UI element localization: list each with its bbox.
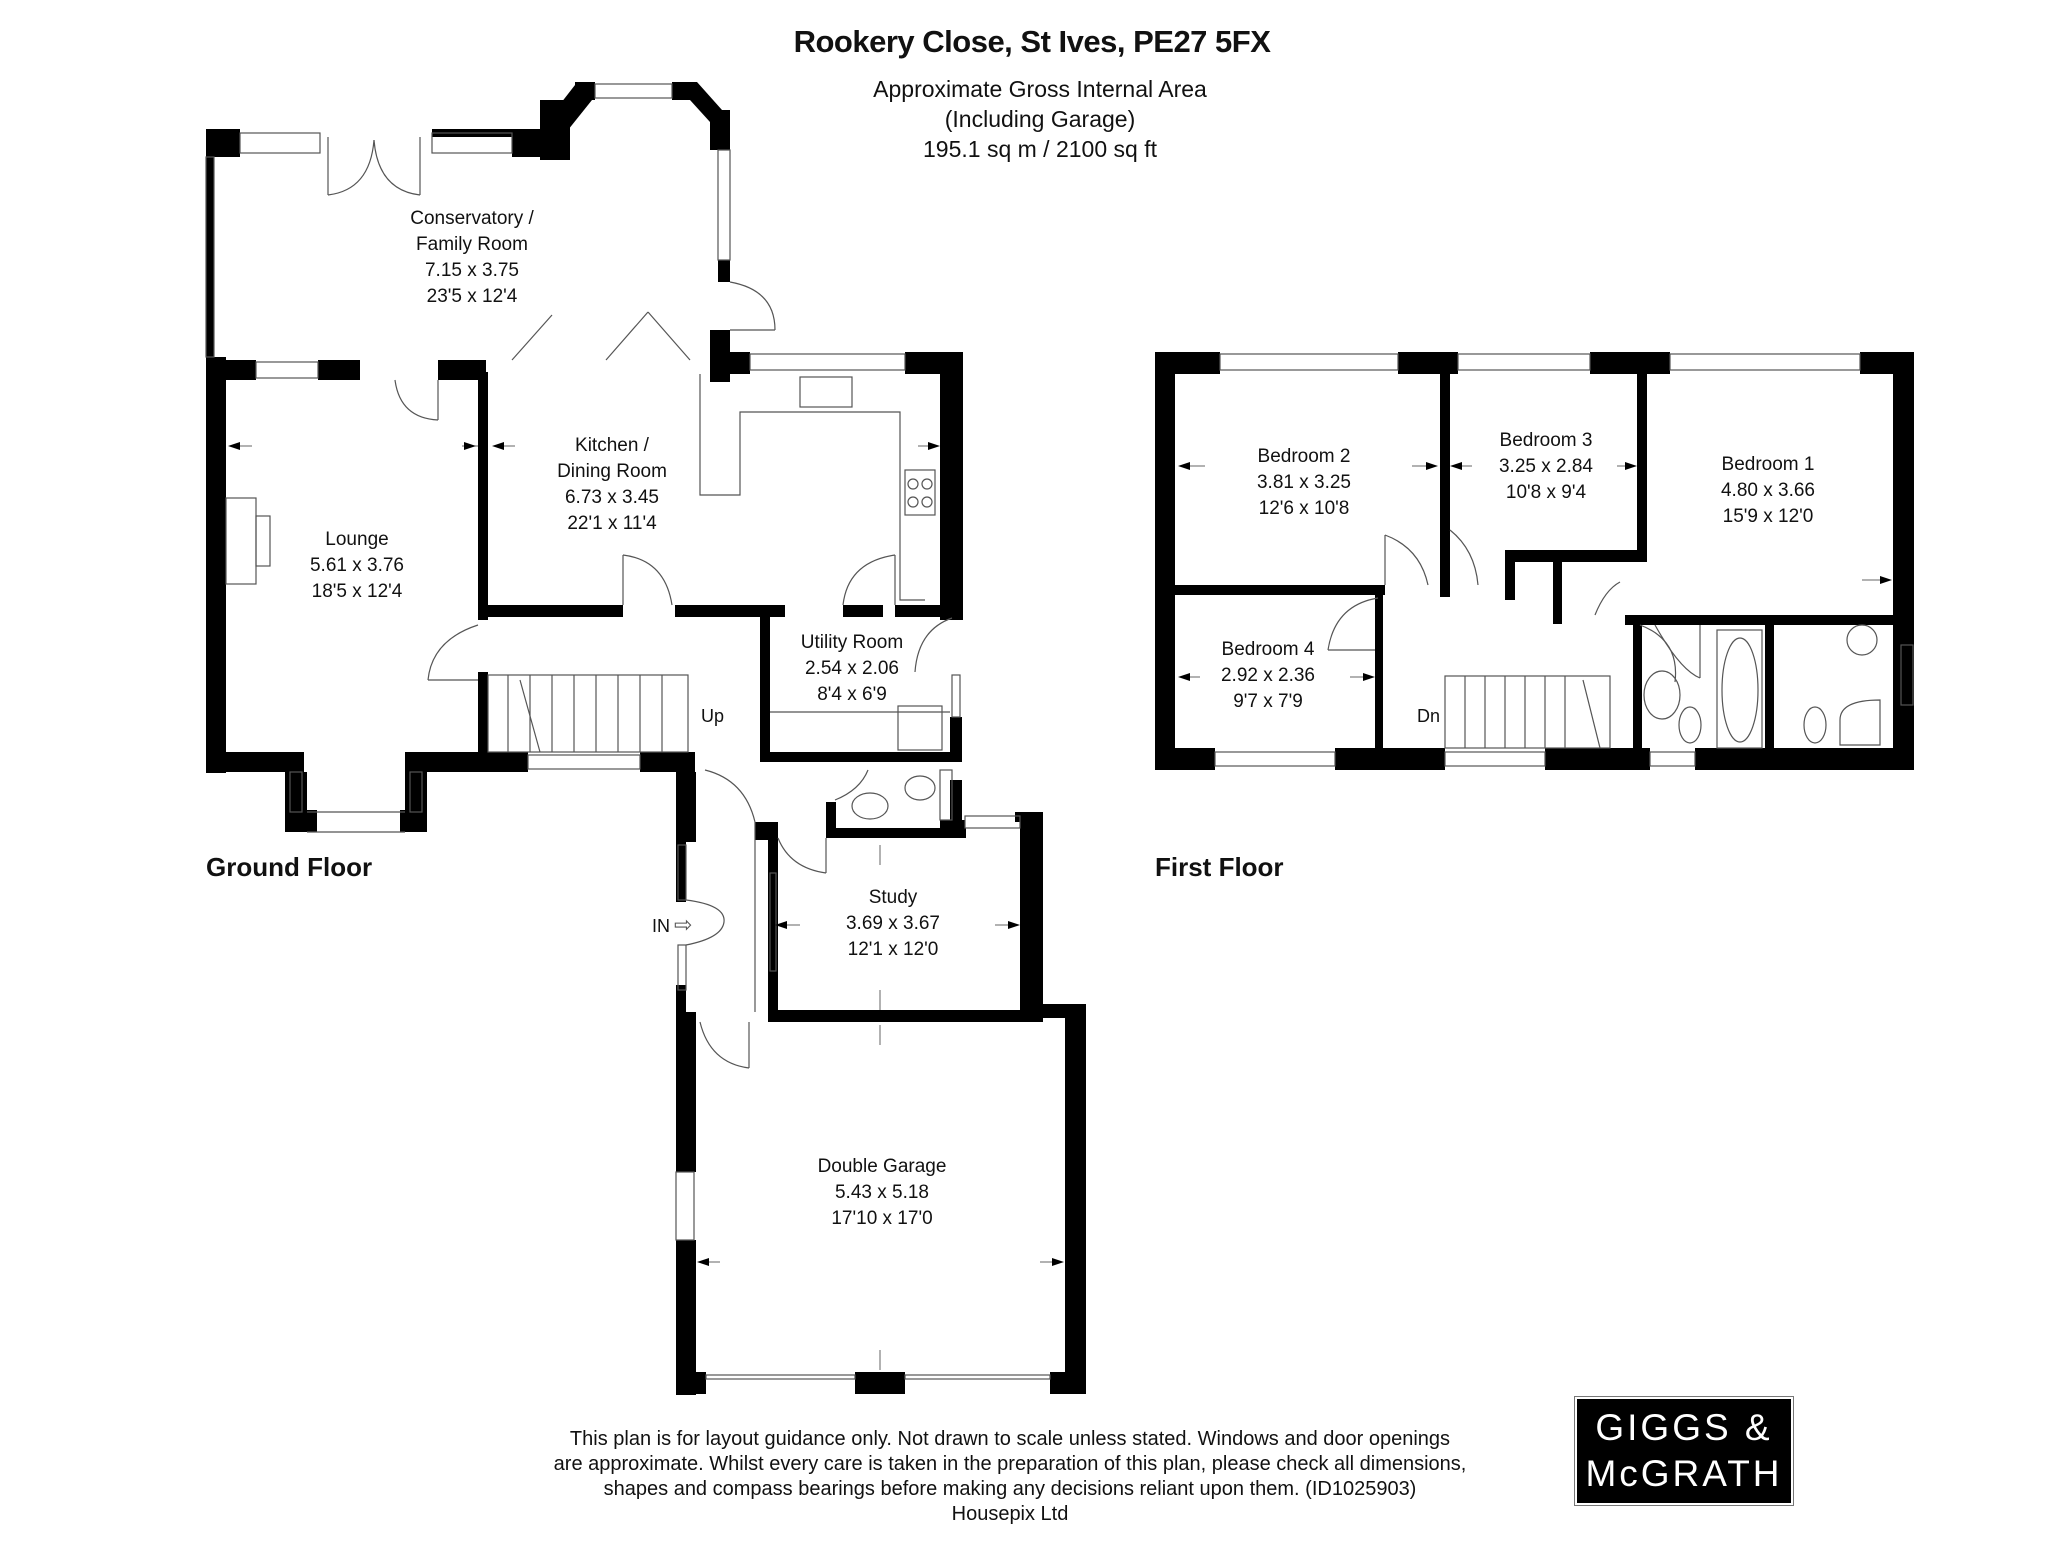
agency-logo: GIGGS & McGRATH	[1574, 1396, 1794, 1506]
room-double-garage: Double Garage 5.43 x 5.18 17'10 x 17'0	[817, 1156, 947, 1229]
ground-floor-walls	[206, 82, 1086, 1395]
area-note: (Including Garage)	[944, 106, 1136, 132]
room-utility: Utility Room 2.54 x 2.06 8'4 x 6'9	[800, 632, 904, 705]
room-lounge: Lounge 5.61 x 3.76 18'5 x 12'4	[309, 529, 405, 602]
stairs-up-label: Up	[701, 706, 725, 726]
first-floor-walls	[1155, 352, 1914, 770]
area-value: 195.1 sq m / 2100 sq ft	[923, 136, 1157, 162]
room-bedroom-2: Bedroom 2 3.81 x 3.25 12'6 x 10'8	[1256, 446, 1352, 519]
ground-floor-windows-doors	[205, 83, 1051, 1380]
room-conservatory: Conservatory / Family Room 7.15 x 3.75 2…	[410, 208, 534, 307]
entrance-label: IN	[652, 916, 670, 936]
first-floor-label: First Floor	[1155, 852, 1284, 882]
room-bedroom-3: Bedroom 3 3.25 x 2.84 10'8 x 9'4	[1498, 430, 1594, 503]
plan-title: Rookery Close, St Ives, PE27 5FX	[793, 24, 1271, 59]
disclaimer-text: This plan is for layout guidance only. N…	[470, 1427, 1550, 1527]
room-bedroom-4: Bedroom 4 2.92 x 2.36 9'7 x 7'9	[1220, 639, 1316, 712]
ground-floor-label: Ground Floor	[206, 852, 373, 882]
room-bedroom-1: Bedroom 1 4.80 x 3.66 15'9 x 12'0	[1720, 454, 1816, 527]
room-study: Study 3.69 x 3.67 12'1 x 12'0	[845, 887, 941, 960]
room-kitchen-dining: Kitchen / Dining Room 6.73 x 3.45 22'1 x…	[557, 435, 667, 534]
stairs-down-label: Dn	[1417, 706, 1441, 726]
entrance-arrow-icon: ⇨	[674, 912, 693, 937]
dimension-arrowheads	[228, 442, 1892, 1266]
area-label: Approximate Gross Internal Area	[873, 76, 1207, 102]
credit-text: Housepix Ltd	[951, 1503, 1069, 1525]
first-floor-windows-doors	[1214, 353, 1914, 767]
area-summary: Approximate Gross Internal Area (Includi…	[0, 74, 2048, 164]
